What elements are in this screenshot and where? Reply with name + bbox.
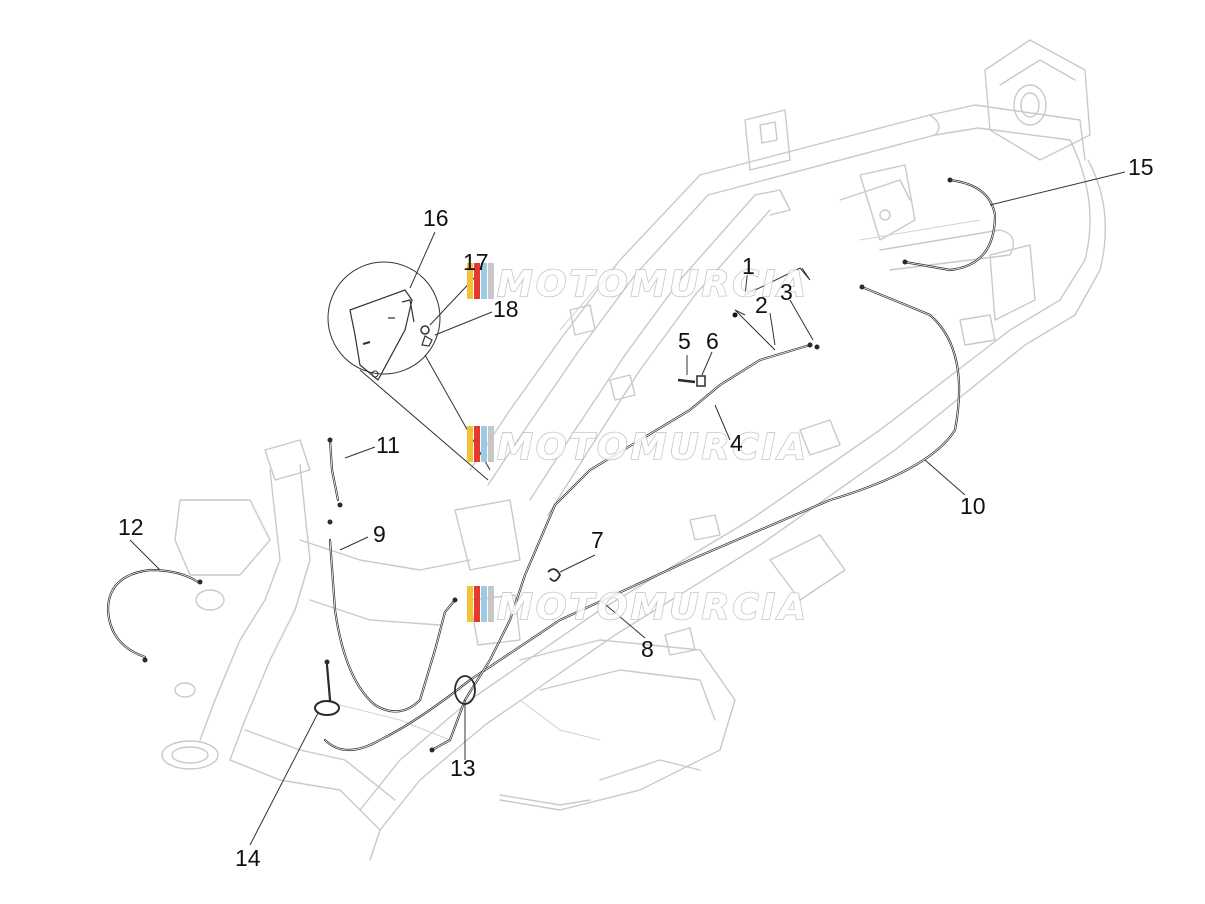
watermark-text: MOTOMURCIA bbox=[497, 587, 809, 628]
callout-11: 11 bbox=[376, 432, 400, 458]
watermark-stripe-red bbox=[474, 426, 480, 462]
detail-inset bbox=[327, 261, 491, 481]
watermark-3: MOTOMURCIA bbox=[467, 586, 809, 629]
callout-labels: 1 2 3 4 5 6 7 8 9 10 11 12 13 14 15 16 1… bbox=[118, 154, 1154, 871]
watermark-2: MOTOMURCIA bbox=[467, 426, 809, 469]
watermark-stripe-red bbox=[474, 263, 480, 299]
callout-14: 14 bbox=[235, 845, 261, 871]
watermark-stripe-blue bbox=[481, 263, 487, 299]
watermark-stripe-grey bbox=[488, 426, 494, 462]
callout-5: 5 bbox=[678, 328, 691, 354]
callout-13: 13 bbox=[450, 755, 476, 781]
leader-lines bbox=[129, 171, 1126, 846]
watermark-stripe-yellow bbox=[467, 263, 473, 299]
callout-15: 15 bbox=[1128, 154, 1154, 180]
callout-9: 9 bbox=[373, 521, 386, 547]
watermark-stripe-grey bbox=[488, 586, 494, 622]
watermark-1: MOTOMURCIA bbox=[467, 263, 809, 306]
watermark-text: MOTOMURCIA bbox=[497, 427, 809, 468]
watermark-stripe-yellow bbox=[467, 426, 473, 462]
callout-7: 7 bbox=[591, 527, 604, 553]
callout-12: 12 bbox=[118, 514, 144, 540]
callout-10: 10 bbox=[960, 493, 986, 519]
watermark-text: MOTOMURCIA bbox=[497, 264, 809, 305]
callout-4: 4 bbox=[730, 430, 743, 456]
watermark-stripe-yellow bbox=[467, 586, 473, 622]
watermark-stripe-grey bbox=[488, 263, 494, 299]
callout-2: 2 bbox=[755, 292, 768, 318]
scooter-frame bbox=[161, 39, 1107, 861]
callout-8: 8 bbox=[641, 636, 654, 662]
callout-17: 17 bbox=[463, 249, 489, 275]
watermark-stripe-red bbox=[474, 586, 480, 622]
watermark-stripe-blue bbox=[481, 426, 487, 462]
callout-18: 18 bbox=[493, 296, 519, 322]
callout-16: 16 bbox=[423, 205, 449, 231]
watermark-stripe-blue bbox=[481, 586, 487, 622]
callout-6: 6 bbox=[706, 328, 719, 354]
callout-3: 3 bbox=[780, 279, 793, 305]
callout-1: 1 bbox=[742, 253, 755, 279]
